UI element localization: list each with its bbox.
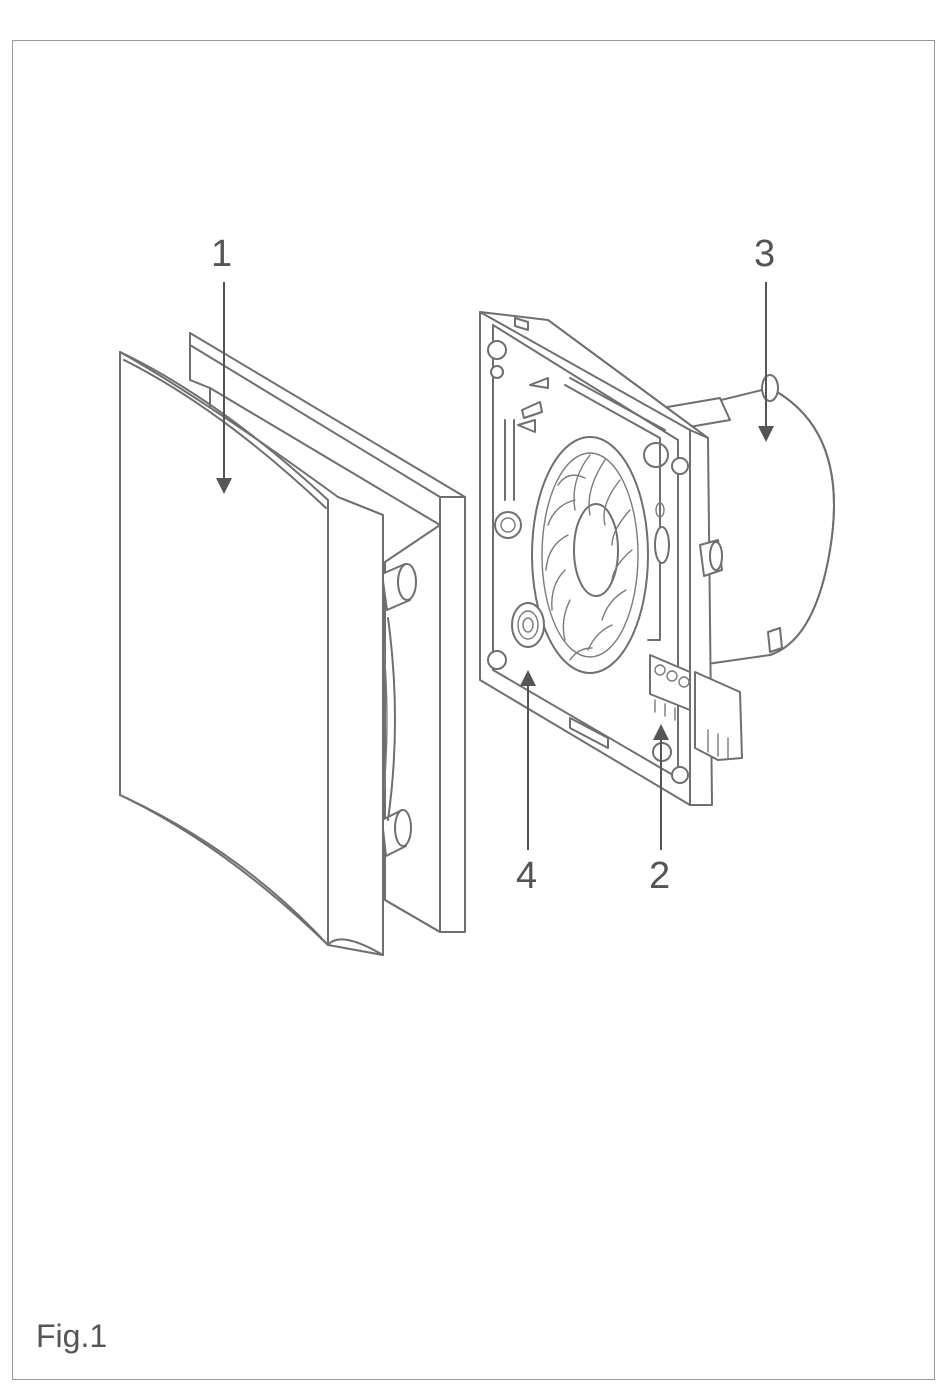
fan-impeller <box>532 437 648 673</box>
figure-label: Fig.1 <box>36 1318 107 1355</box>
callout-number: 1 <box>211 233 232 275</box>
fan-housing-assembly <box>480 312 834 805</box>
side-clip <box>700 540 722 576</box>
front-cover-assembly <box>120 333 465 955</box>
callout-number: 2 <box>649 855 670 897</box>
callout-number: 4 <box>516 855 537 897</box>
callout-number: 3 <box>754 233 775 275</box>
cable-grommet <box>512 603 544 647</box>
